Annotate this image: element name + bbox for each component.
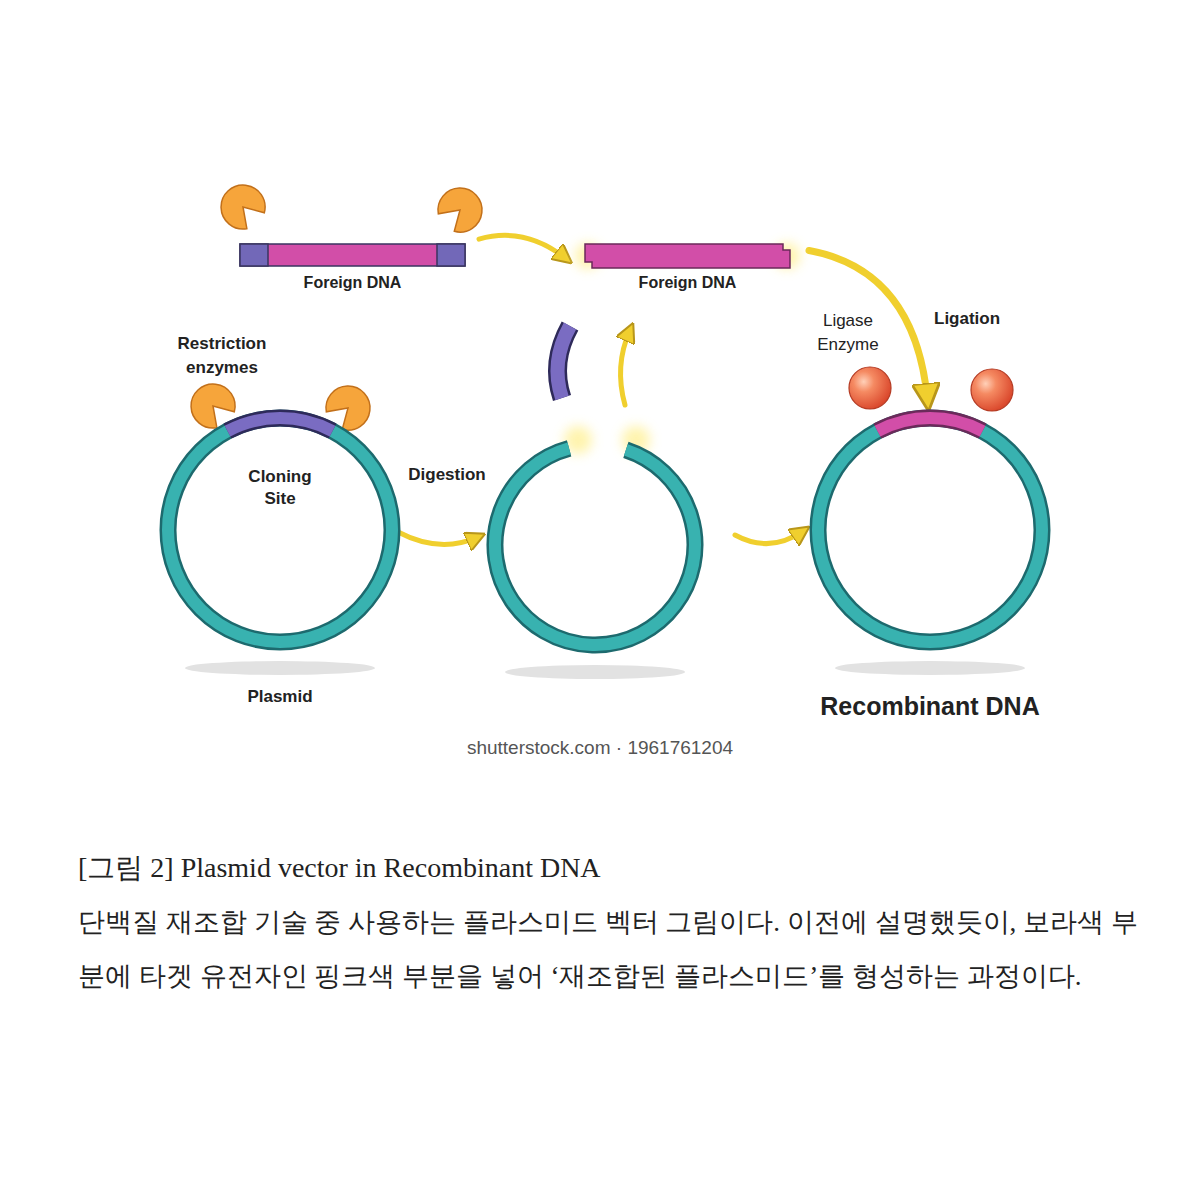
caption-holder: [그림 2] Plasmid vector in Recombinant DNA [78, 848, 601, 888]
restriction-enzyme [431, 180, 490, 239]
plasmid-ring [168, 418, 392, 642]
insert-arc [878, 418, 983, 431]
diagram-label: shutterstock.com · 1961761204 [467, 735, 733, 760]
restriction-enzyme [183, 177, 490, 437]
process-arrow [398, 330, 803, 544]
plasmid-ring [818, 418, 1042, 642]
insert-arc [878, 418, 983, 431]
edge-label: Ligation [932, 309, 1002, 329]
cut-fragment [558, 326, 571, 398]
plasmid-ring [818, 418, 1042, 642]
ligase-enzyme [849, 367, 891, 409]
cut-fragment [558, 326, 571, 398]
figure-caption: [그림 2] Plasmid vector in Recombinant DNA [78, 848, 601, 888]
node-label: Foreign DNA [226, 272, 479, 293]
plasmid-ring [495, 448, 695, 645]
dna-bar [585, 244, 790, 268]
label-holder: Digestion [408, 464, 485, 486]
cut-site [437, 244, 465, 266]
dna-bar [240, 244, 465, 266]
node-label: Cloning Site [235, 466, 325, 510]
plasmid: Cloning SitePlasmid [156, 410, 404, 720]
foreign-dna: Foreign DNA [226, 236, 479, 298]
shadow [505, 665, 685, 679]
diagram-label: Restriction enzymes [162, 332, 282, 380]
label-holder: Ligation [932, 309, 1002, 329]
shadow [185, 661, 375, 675]
insert-arc [228, 418, 333, 431]
recombinant-plasmid: Recombinant DNA [806, 400, 1054, 720]
cut-site [240, 244, 268, 266]
process-arrow [809, 251, 928, 401]
diagram-label: Ligase Enzyme [808, 309, 888, 357]
label-holder: shutterstock.com · 1961761204 [467, 735, 733, 760]
process-arrow [398, 532, 478, 544]
digested-plasmid [495, 326, 695, 679]
foreign-dna-fragment: Foreign DNA [566, 235, 809, 297]
plasmid-ring [168, 418, 392, 642]
process-arrow [735, 531, 803, 544]
process-arrow [621, 330, 630, 405]
body-text: 단백질 재조합 기술 중 사용하는 플라스미드 벡터 그림이다. 이전에 설명했… [78, 895, 1138, 1003]
label-holder: Restriction enzymes [162, 332, 282, 380]
node-label: Plasmid [156, 686, 404, 708]
node-shape [810, 400, 1050, 720]
ligase-enzyme [849, 367, 1013, 411]
node-label: Foreign DNA [566, 272, 809, 293]
shadow [835, 661, 1025, 675]
label-holder: 단백질 재조합 기술 중 사용하는 플라스미드 벡터 그림이다. 이전에 설명했… [78, 895, 1138, 1003]
process-arrow [479, 235, 566, 258]
restriction-enzyme [213, 177, 272, 236]
diagram-label: Digestion [408, 464, 485, 486]
plasmid-ring [495, 448, 695, 645]
node-label: Recombinant DNA [806, 690, 1054, 723]
insert-arc [228, 418, 333, 431]
label-holder: Ligase Enzyme [808, 309, 888, 357]
node-shape [160, 410, 400, 720]
ligase-enzyme [971, 369, 1013, 411]
